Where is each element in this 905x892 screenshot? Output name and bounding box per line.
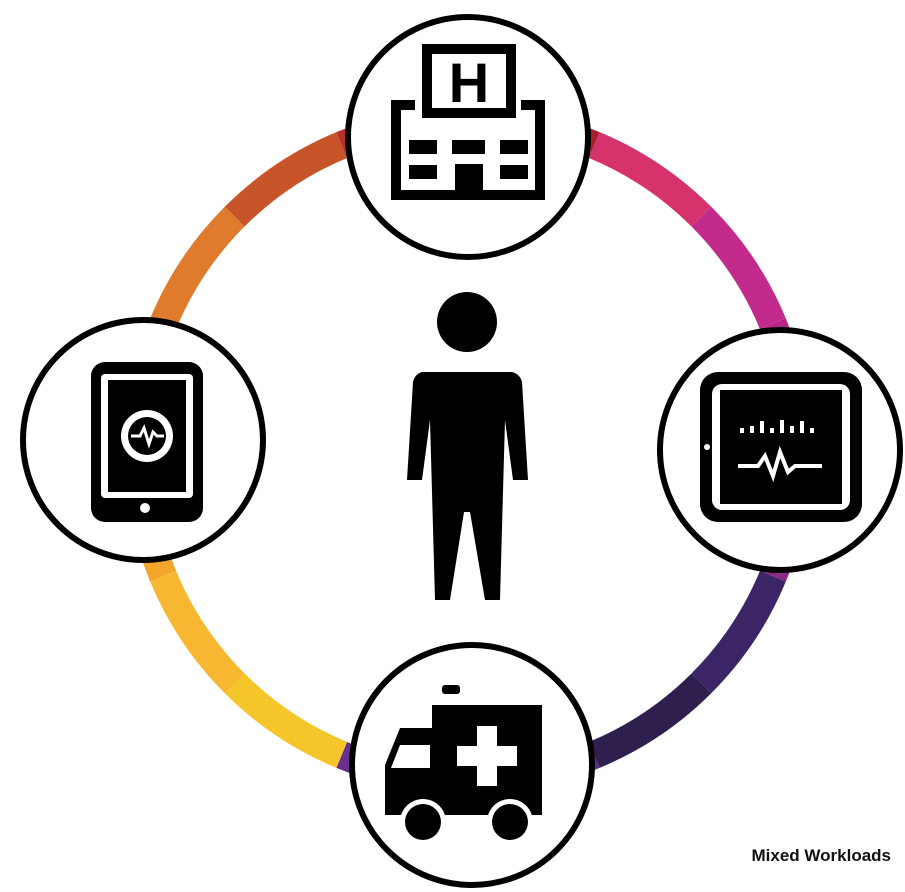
- ring-segment: [150, 570, 245, 694]
- ambulance-icon: [385, 685, 542, 845]
- ring-segment: [588, 132, 712, 227]
- hospital-node[interactable]: H: [345, 14, 591, 260]
- caption-label: Mixed Workloads: [751, 846, 892, 865]
- person-icon: [407, 292, 528, 600]
- ring-segment: [224, 673, 348, 768]
- hospital-icon: H: [391, 44, 545, 200]
- ring-segment: [691, 570, 786, 694]
- tablet-heart-icon: [91, 362, 203, 522]
- ring-segment: [691, 206, 786, 330]
- ring-segment: [224, 132, 348, 227]
- hospital-sign-letter: H: [449, 51, 489, 114]
- monitor-ecg-icon: [700, 372, 862, 522]
- ring-segment: [588, 673, 712, 768]
- ring-segment: [150, 206, 245, 330]
- ambulance-node[interactable]: [349, 642, 595, 888]
- monitor-node[interactable]: [657, 327, 903, 573]
- tablet-node[interactable]: [20, 317, 266, 563]
